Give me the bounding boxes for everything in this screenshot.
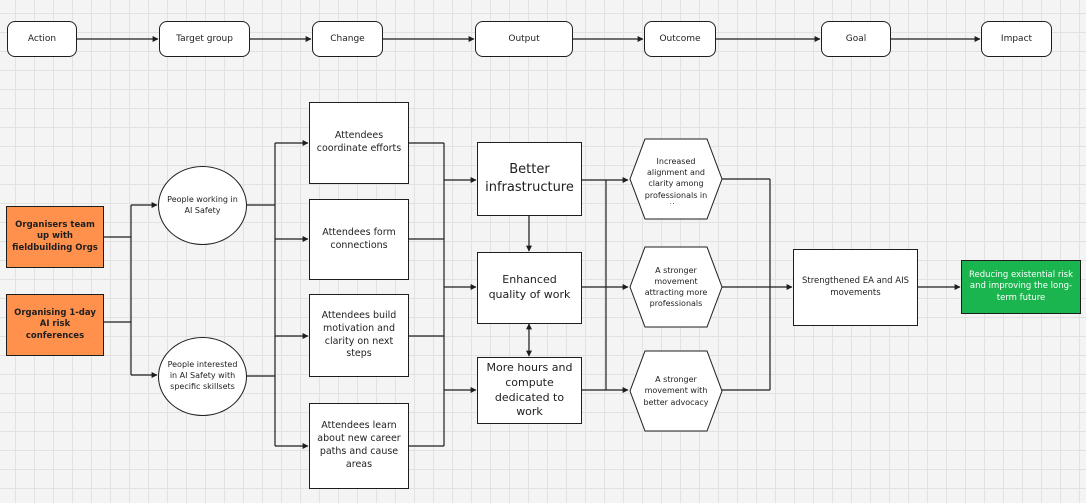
column-header-outcome[interactable]: Outcome	[644, 21, 716, 57]
outcome-label: A stronger movement with better advocacy	[643, 375, 709, 407]
goal-node[interactable]: Strengthened EA and AIS movements	[793, 249, 918, 326]
column-header-change[interactable]: Change	[312, 21, 383, 57]
change-node-coordinate[interactable]: Attendees coordinate efforts	[309, 102, 409, 184]
change-node-career[interactable]: Attendees learn about new career paths a…	[309, 403, 409, 489]
action-node-team-up[interactable]: Organisers team up with fieldbuilding Or…	[6, 206, 104, 268]
outcome-node-movement[interactable]: A stronger movement attracting more prof…	[629, 246, 723, 328]
change-label: Attendees form connections	[322, 226, 396, 251]
target-group-label: People interested in AI Safety with spec…	[167, 360, 238, 391]
change-label: Attendees learn about new career paths a…	[317, 420, 401, 470]
output-node-hours[interactable]: More hours and compute dedicated to work	[477, 357, 582, 424]
impact-node[interactable]: Reducing existential risk and improving …	[961, 260, 1081, 314]
output-label: Enhanced quality of work	[488, 273, 571, 301]
action-node-conferences[interactable]: Organising 1-day AI risk conferences	[6, 294, 104, 356]
change-label: Attendees coordinate efforts	[316, 130, 402, 154]
column-header-label: Output	[508, 34, 540, 44]
hexagon-shape	[629, 138, 723, 220]
column-header-label: Target group	[176, 34, 233, 44]
goal-label: Strengthened EA and AIS movements	[801, 276, 909, 298]
column-header-label: Impact	[1000, 34, 1033, 44]
hexagon-shape	[629, 246, 723, 328]
column-header-goal[interactable]: Goal	[821, 21, 891, 57]
column-header-label: Change	[330, 34, 365, 44]
outcome-label: A stronger movement attracting more prof…	[644, 265, 708, 309]
output-label: More hours and compute dedicated to work	[486, 360, 573, 419]
action-label: Organising 1-day AI risk conferences	[14, 307, 96, 341]
column-header-impact[interactable]: Impact	[981, 21, 1052, 57]
column-header-label: Action	[27, 34, 57, 44]
outcome-node-advocacy[interactable]: A stronger movement with better advocacy	[629, 350, 723, 432]
column-header-target-group[interactable]: Target group	[159, 21, 250, 57]
column-header-label: Outcome	[659, 34, 701, 44]
target-group-working[interactable]: People working in AI Safety	[158, 166, 247, 245]
outcome-label: Increased alignment and clarity among pr…	[644, 157, 708, 204]
action-label: Organisers team up with fieldbuilding Or…	[12, 219, 98, 253]
hexagon-shape	[629, 350, 723, 432]
output-node-quality[interactable]: Enhanced quality of work	[477, 252, 582, 324]
change-label: Attendees build motivation and clarity o…	[321, 309, 397, 360]
column-header-label: Goal	[845, 34, 867, 44]
outcome-node-alignment[interactable]: Increased alignment and clarity among pr…	[629, 138, 723, 220]
column-header-output[interactable]: Output	[475, 21, 573, 57]
change-node-motivation[interactable]: Attendees build motivation and clarity o…	[309, 294, 409, 377]
column-header-action[interactable]: Action	[7, 21, 77, 57]
change-node-connections[interactable]: Attendees form connections	[309, 199, 409, 280]
target-group-label: People working in AI Safety	[167, 194, 238, 215]
target-group-interested[interactable]: People interested in AI Safety with spec…	[158, 337, 247, 416]
output-node-infrastructure[interactable]: Better infrastructure	[477, 142, 582, 216]
output-label: Better infrastructure	[485, 162, 574, 195]
impact-label: Reducing existential risk and improving …	[968, 269, 1074, 303]
